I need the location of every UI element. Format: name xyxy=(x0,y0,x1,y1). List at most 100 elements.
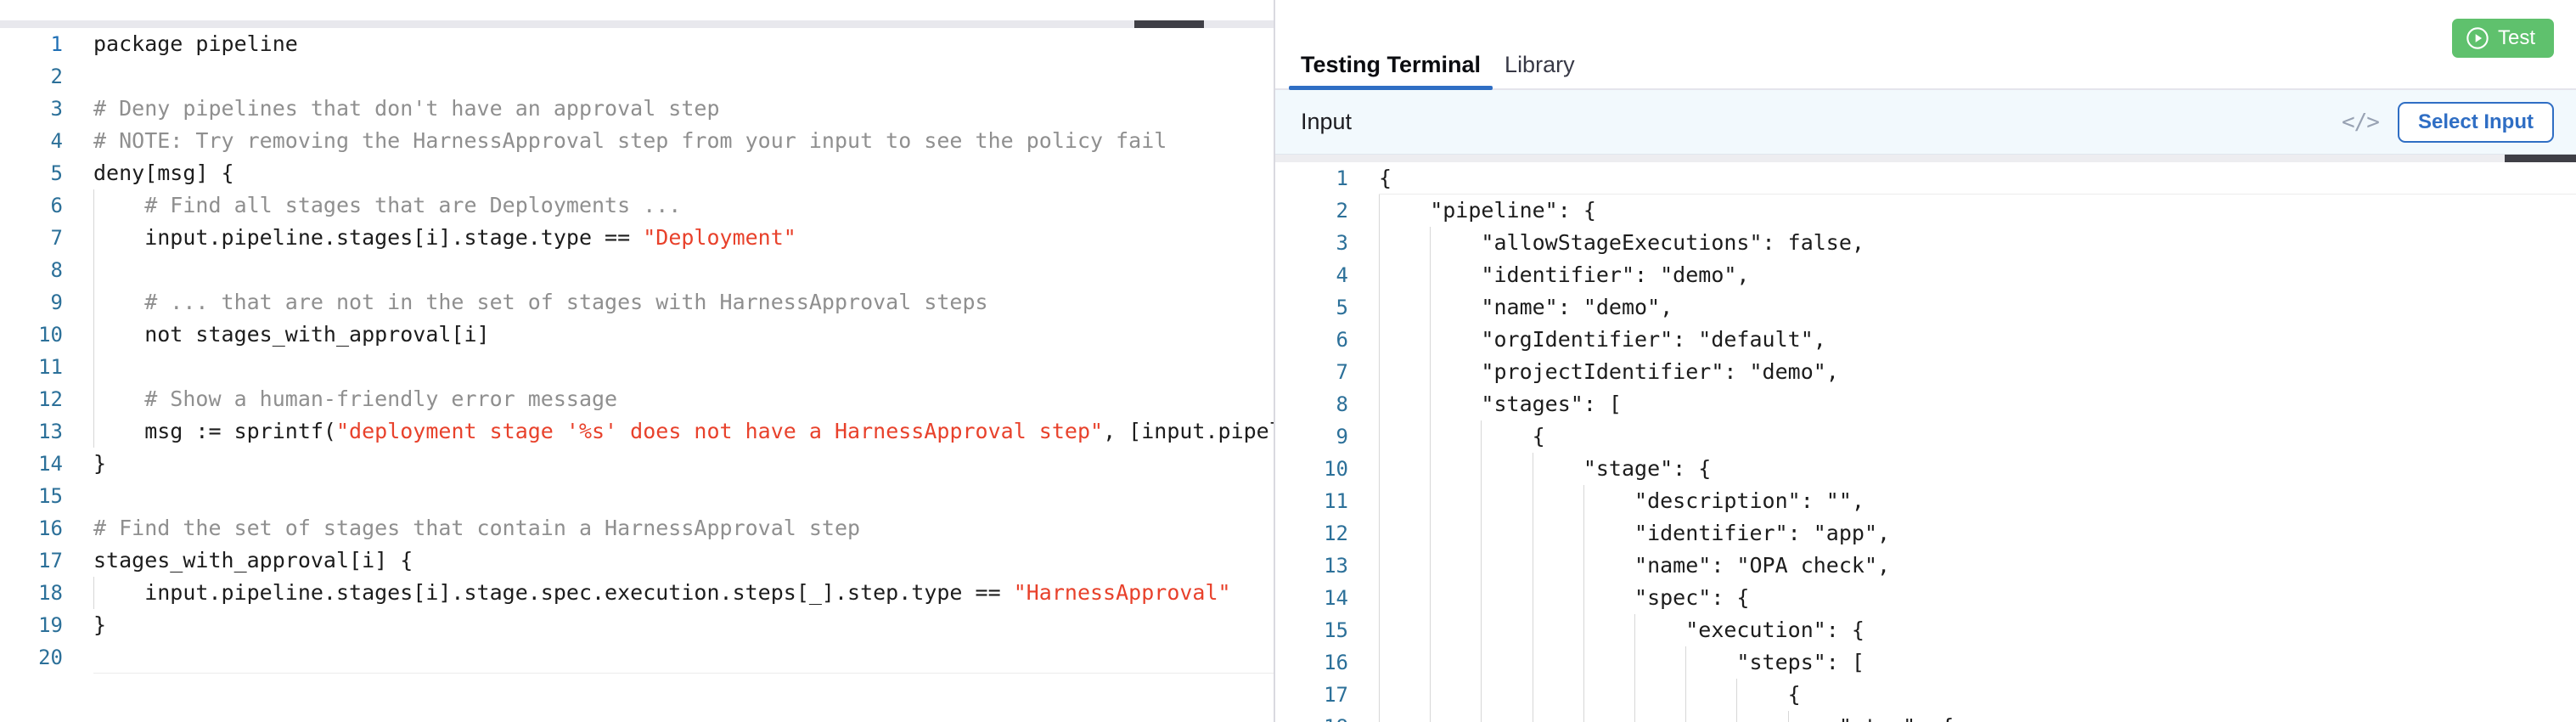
code-line: 8 xyxy=(0,254,1274,286)
code-line: 16 # Find the set of stages that contain … xyxy=(0,512,1274,544)
code-line: 6 # Find all stages that are Deployments… xyxy=(0,189,1274,222)
tab-testing-terminal[interactable]: Testing Terminal xyxy=(1289,52,1493,90)
code-token: not stages_with_approval[i] xyxy=(93,322,490,347)
line-number: 10 xyxy=(38,323,63,347)
json-line: 16 "steps": [ xyxy=(1275,646,2576,679)
select-input-button[interactable]: Select Input xyxy=(2397,101,2554,143)
select-input-button-label: Select Input xyxy=(2417,110,2534,133)
line-number: 16 xyxy=(38,516,63,540)
line-number: 8 xyxy=(1336,392,1348,416)
code-comment: # ... that are not in the set of stages … xyxy=(93,290,988,314)
policy-editor-scrollbar-thumb[interactable] xyxy=(1134,20,1204,28)
indent-guide xyxy=(93,189,94,448)
json-line: 13 "name": "OPA check", xyxy=(1275,550,2576,582)
code-line-text: # NOTE: Try removing the HarnessApproval… xyxy=(82,125,1167,157)
code-comment: # NOTE: Try removing the HarnessApproval… xyxy=(93,128,1167,153)
json-line: 4 "identifier": "demo", xyxy=(1275,259,2576,291)
line-number: 11 xyxy=(38,355,63,379)
json-line: 2 "pipeline": { xyxy=(1275,195,2576,227)
json-line-text: "projectIdentifier": "demo", xyxy=(1379,359,1839,384)
json-line-text: "orgIdentifier": "default", xyxy=(1379,327,1826,352)
line-number: 18 xyxy=(1275,711,1369,722)
code-line-text: } xyxy=(82,448,106,480)
json-line-text: "stage": { xyxy=(1379,456,1712,481)
code-line: 1 package pipeline xyxy=(0,28,1274,674)
code-line-text: msg := sprintf("deployment stage '%s' do… xyxy=(82,415,1274,448)
line-number: 5 xyxy=(50,161,63,185)
line-number: 8 xyxy=(50,258,63,282)
code-token: input.pipeline.stages[i].stage.type == xyxy=(93,225,644,250)
json-line-text: "execution": { xyxy=(1379,618,1865,642)
line-number: 12 xyxy=(38,387,63,411)
json-line-text: "spec": { xyxy=(1379,585,1750,610)
json-line-text: "description": "", xyxy=(1379,488,1865,513)
line-number: 12 xyxy=(1324,522,1348,545)
json-line-text: { xyxy=(1379,424,1545,448)
json-line: 15 "execution": { xyxy=(1275,614,2576,646)
policy-code-lines: 1 package pipeline 2 3 # Deny pipelines that… xyxy=(0,28,1274,674)
code-string: "Deployment" xyxy=(643,225,796,250)
line-number: 4 xyxy=(1336,263,1348,287)
policy-editor-pane: 1 package pipeline 2 3 # Deny pipelines that… xyxy=(0,0,1274,722)
code-line: 5 deny[msg] { xyxy=(0,157,1274,189)
terminal-tabs-bar: Testing Terminal Library Test xyxy=(1275,0,2576,90)
code-token: } xyxy=(93,451,107,476)
json-line: 18 "step": { xyxy=(1275,711,2576,722)
code-brackets-icon[interactable]: </> xyxy=(2342,109,2380,135)
code-line-text: not stages_with_approval[i] xyxy=(82,319,490,351)
code-string: "deployment stage '%s' does not have a H… xyxy=(335,419,1104,443)
code-line-text: stages_with_approval[i] { xyxy=(82,544,413,577)
line-number: 9 xyxy=(50,290,63,314)
json-line-text: "identifier": "demo", xyxy=(1379,262,1750,287)
policy-code-area[interactable]: 1 package pipeline 2 3 # Deny pipelines that… xyxy=(0,28,1274,722)
json-editor-horizontal-scrollbar[interactable] xyxy=(1275,155,2576,162)
line-number: 3 xyxy=(50,97,63,121)
line-number: 4 xyxy=(50,129,63,153)
code-token: input.pipeline.stages[i].stage.spec.exec… xyxy=(93,580,1014,605)
tab-testing-terminal-label: Testing Terminal xyxy=(1301,52,1482,77)
test-button[interactable]: Test xyxy=(2451,19,2554,58)
code-line-text: # Deny pipelines that don't have an appr… xyxy=(82,93,720,125)
code-line: 19} xyxy=(0,609,1274,641)
json-line: 7 "projectIdentifier": "demo", xyxy=(1275,356,2576,388)
json-line-text: "pipeline": { xyxy=(1379,198,1596,223)
json-line: 9 { xyxy=(1275,420,2576,453)
code-line: 11 xyxy=(0,351,1274,383)
tab-library[interactable]: Library xyxy=(1493,54,1587,88)
line-number: 6 xyxy=(50,194,63,217)
policy-editor-horizontal-scrollbar[interactable] xyxy=(0,20,1274,28)
code-comment: # Find the set of stages that contain a … xyxy=(93,516,861,540)
json-line: 10 "stage": { xyxy=(1275,453,2576,485)
json-line-text: "identifier": "app", xyxy=(1379,521,1891,545)
code-token: package pipeline xyxy=(93,31,298,56)
tab-library-label: Library xyxy=(1505,52,1575,77)
code-line: 4 # NOTE: Try removing the HarnessApprova… xyxy=(0,125,1274,157)
code-line: 13 msg := sprintf("deployment stage '%s'… xyxy=(0,415,1274,448)
code-line-text: # Find the set of stages that contain a … xyxy=(82,512,860,544)
line-number: 19 xyxy=(38,613,63,637)
line-number: 15 xyxy=(1324,618,1348,642)
line-number: 14 xyxy=(38,452,63,476)
json-code-area[interactable]: 1{2 "pipeline": {3 "allowStageExecutions… xyxy=(1275,162,2576,722)
code-line-text: # Find all stages that are Deployments .… xyxy=(82,189,681,222)
line-number: 11 xyxy=(1324,489,1348,513)
code-token: deny[msg] { xyxy=(93,161,234,185)
play-circle-icon xyxy=(2466,26,2489,50)
pane-divider[interactable] xyxy=(1274,0,1275,722)
json-line: 11 "description": "", xyxy=(1275,485,2576,517)
code-line-text: # ... that are not in the set of stages … xyxy=(82,286,988,319)
line-number: 3 xyxy=(1336,231,1348,255)
code-line: 2 xyxy=(0,60,1274,93)
line-number: 7 xyxy=(1336,360,1348,384)
code-comment: # Find all stages that are Deployments .… xyxy=(93,193,682,217)
json-line: 3 "allowStageExecutions": false, xyxy=(1275,227,2576,259)
code-line: 15 xyxy=(0,480,1274,512)
json-editor-scrollbar-thumb[interactable] xyxy=(2505,155,2576,162)
line-number: 2 xyxy=(1336,199,1348,223)
line-number: 20 xyxy=(38,646,63,669)
code-line: 3 # Deny pipelines that don't have an app… xyxy=(0,93,1274,125)
line-number: 1 xyxy=(50,32,63,56)
json-line: 14 "spec": { xyxy=(1275,582,2576,614)
json-line-text: { xyxy=(1379,166,1392,190)
